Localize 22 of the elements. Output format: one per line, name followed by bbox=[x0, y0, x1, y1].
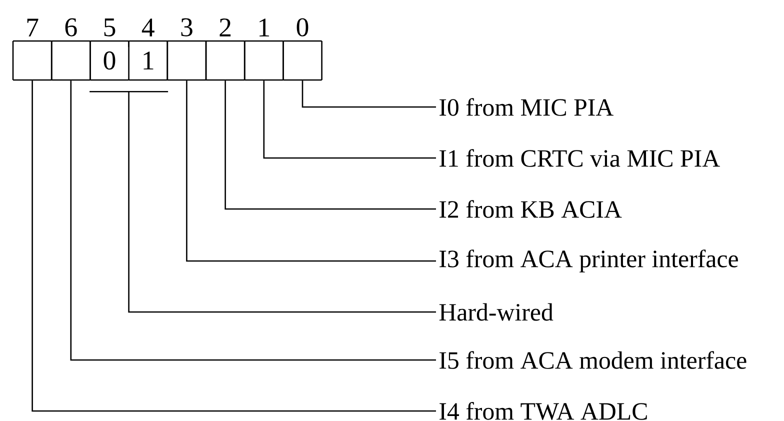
signal-label: I3 from ACA printer interface bbox=[440, 250, 738, 272]
bracket-line bbox=[88, 91, 437, 313]
connector-line bbox=[32, 80, 436, 412]
signal-label: I2 from KB ACIA bbox=[440, 200, 622, 218]
bit-cell: 3 bbox=[166, 18, 207, 81]
signal-label: I1 from CRTC via MIC PIA bbox=[440, 149, 720, 167]
signal-label: I5 from ACA modem interface bbox=[440, 351, 746, 369]
connector-line bbox=[186, 80, 436, 262]
bit-cell: 2 bbox=[205, 18, 246, 81]
signal-label: Hard-wired bbox=[439, 303, 554, 321]
bit-cell: 0 bbox=[282, 18, 322, 81]
connector-line bbox=[224, 80, 436, 210]
connector-line bbox=[70, 80, 436, 361]
bit-cell: 0 5 bbox=[90, 18, 130, 81]
signal-label: I4 from TWA ADLC bbox=[440, 402, 647, 420]
bit-cell: 6 bbox=[50, 18, 91, 81]
connector-line bbox=[302, 80, 436, 108]
bit-cell: 7 bbox=[12, 18, 52, 81]
connector-line bbox=[263, 80, 436, 159]
signal-label: I0 from MIC PIA bbox=[440, 98, 614, 116]
bit-cell: 1 4 bbox=[128, 18, 168, 81]
bit-cell: 1 bbox=[244, 18, 284, 81]
